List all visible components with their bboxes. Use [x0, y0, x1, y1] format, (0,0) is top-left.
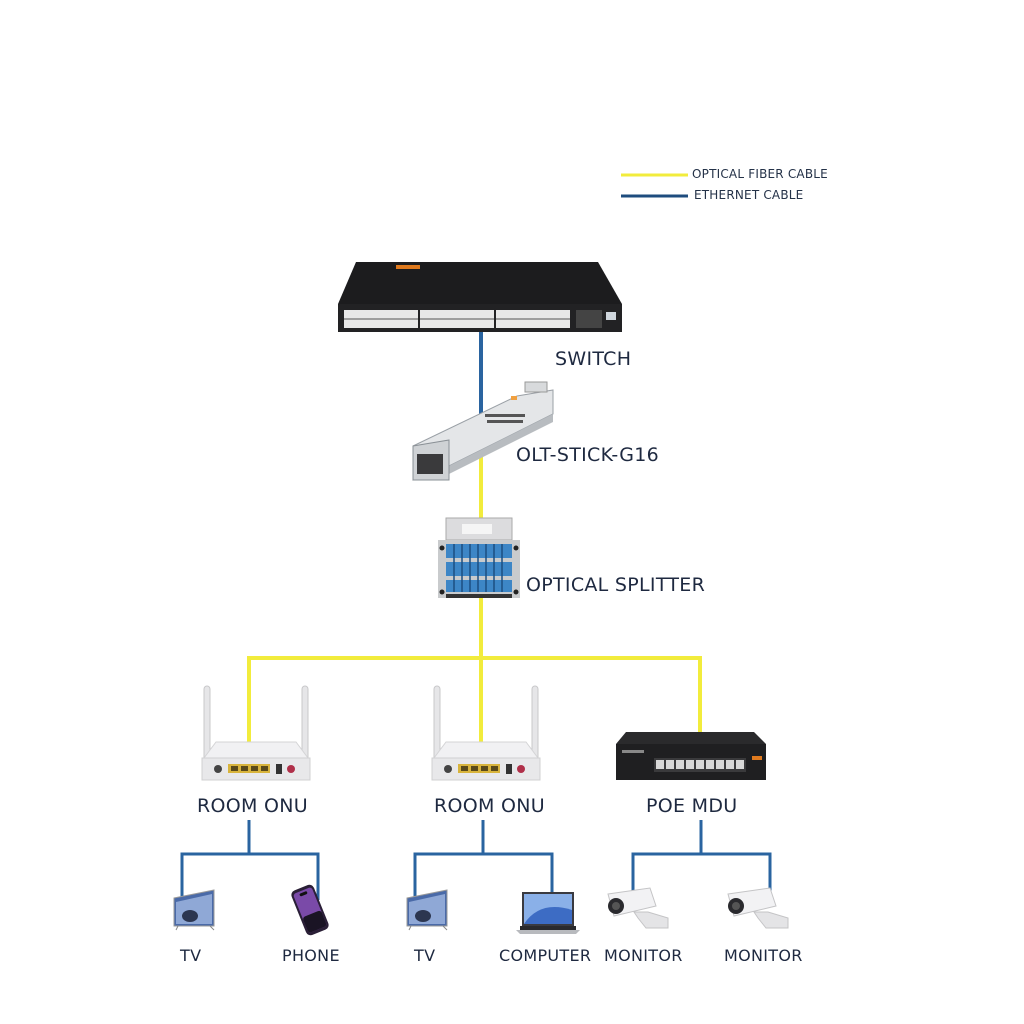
mdu-label: POE MDU	[646, 795, 738, 817]
phone-icon	[291, 884, 329, 936]
splitter-bus-cable	[247, 656, 702, 742]
camera-icon	[727, 887, 789, 929]
endpoint-label-tv-2: TV	[414, 946, 436, 965]
legend-fiber-label: OPTICAL FIBER CABLE	[692, 167, 828, 181]
poe-switch-icon	[616, 732, 766, 780]
endpoint-label-phone: PHONE	[282, 946, 340, 965]
switch-label: SWITCH	[555, 348, 632, 370]
splitter-label: OPTICAL SPLITTER	[526, 574, 706, 596]
endpoint-label-computer: COMPUTER	[499, 946, 592, 965]
endpoint-label-monitor-2: MONITOR	[724, 946, 803, 965]
laptop-icon	[516, 892, 580, 934]
legend-ethernet-label: ETHERNET CABLE	[694, 188, 804, 202]
onu2-label: ROOM ONU	[434, 795, 546, 817]
onu2-ethernet-bracket	[413, 852, 554, 900]
rack-switch-icon	[338, 262, 622, 332]
router-icon	[201, 685, 311, 781]
router-icon	[431, 685, 541, 781]
onu1-ethernet-bracket	[180, 852, 320, 900]
tv-icon	[406, 889, 448, 931]
endpoint-label-monitor-1: MONITOR	[604, 946, 683, 965]
mdu-ethernet-bracket	[631, 852, 772, 900]
endpoint-label-tv-1: TV	[180, 946, 202, 965]
olt-label: OLT-STICK-G16	[516, 444, 659, 466]
sfp-module-icon	[412, 381, 554, 481]
camera-icon	[607, 887, 669, 929]
onu1-label: ROOM ONU	[197, 795, 309, 817]
optical-splitter-icon	[438, 517, 520, 598]
tv-icon	[173, 889, 215, 931]
